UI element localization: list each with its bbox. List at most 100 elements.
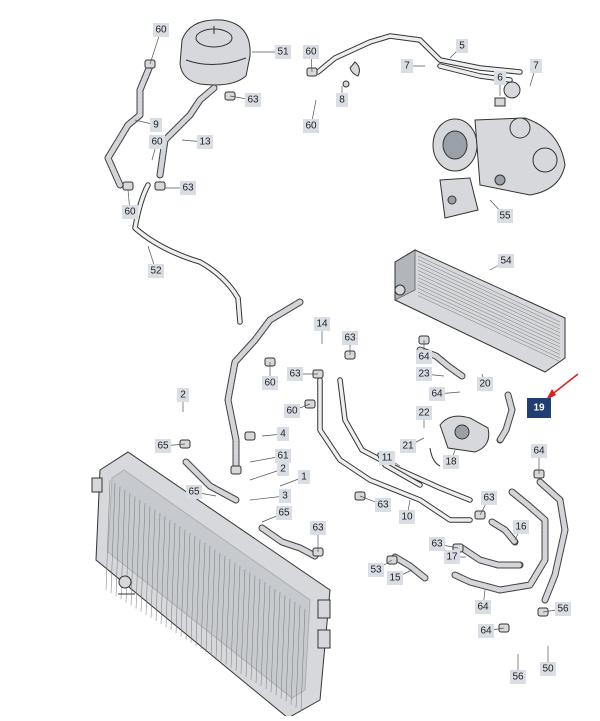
coolant-pump	[429, 415, 490, 467]
radiator-fin	[155, 512, 161, 622]
radiator-fin	[245, 572, 251, 677]
callout-56: 56	[510, 670, 526, 684]
cooler-fin	[417, 284, 561, 352]
callout-60: 60	[303, 119, 319, 133]
callout-number: 2	[180, 390, 186, 401]
callout-box	[148, 264, 164, 278]
callout-box	[429, 387, 445, 401]
callout-22: 22	[416, 406, 432, 420]
callout-box	[287, 367, 303, 381]
turbocharger	[432, 117, 566, 219]
callout-box	[303, 45, 319, 59]
radiator-fin	[165, 519, 171, 628]
callout-box	[416, 406, 432, 420]
callout-box	[153, 23, 169, 37]
callout-8: 8	[336, 93, 348, 107]
callout-box	[277, 427, 289, 441]
callout-10: 10	[399, 510, 415, 524]
callout-number: 61	[277, 451, 289, 462]
radiator-fin	[195, 539, 201, 646]
callout-63: 63	[375, 498, 391, 512]
radiator-fin	[115, 486, 121, 597]
callout-box	[400, 439, 416, 453]
callout-17: 17	[444, 550, 460, 564]
callout-number: 23	[418, 369, 430, 380]
radiator-fin	[275, 592, 281, 696]
callout-box	[279, 489, 291, 503]
callout-number: 64	[533, 446, 545, 457]
highlight-callout-19: 19	[527, 373, 579, 418]
charge-air-cooler	[394, 249, 566, 373]
radiator-fin	[110, 483, 116, 594]
callout-box	[531, 444, 547, 458]
callout-box	[155, 439, 171, 453]
callout-box	[197, 135, 213, 149]
callout-51: 51	[275, 45, 291, 59]
hose-clamp	[144, 59, 156, 69]
callout-box	[245, 93, 261, 107]
callout-box	[387, 571, 403, 585]
radiator-fin	[255, 578, 261, 684]
callout-11: 11	[379, 451, 395, 465]
callout-box	[314, 317, 330, 331]
callout-number: 4	[280, 429, 286, 440]
callout-63: 63	[342, 331, 358, 345]
callout-box	[150, 118, 162, 132]
coolant-pipe-52	[132, 182, 243, 325]
callout-20: 20	[477, 377, 493, 391]
callout-number: 64	[431, 389, 443, 400]
callout-box	[275, 45, 291, 59]
callout-number: 63	[344, 333, 356, 344]
radiator-fin	[210, 549, 216, 656]
callout-number: 16	[515, 522, 527, 533]
callout-60: 60	[149, 135, 165, 149]
callout-number: 53	[370, 565, 382, 576]
callout-65: 65	[186, 485, 202, 499]
callout-number: 2	[280, 464, 286, 475]
callout-box	[475, 600, 491, 614]
callout-box	[498, 254, 514, 268]
highlight-callout-text: 19	[533, 403, 545, 414]
callout-9: 9	[150, 118, 162, 132]
callout-2: 2	[277, 462, 289, 476]
radiator	[91, 451, 331, 719]
radiator-fin	[295, 605, 301, 708]
callout-64: 64	[478, 624, 494, 638]
callout-63: 63	[310, 521, 326, 535]
callout-number: 55	[499, 211, 511, 222]
callout-number: 64	[477, 602, 489, 613]
radiator-fin	[130, 496, 136, 606]
radiator-fin	[250, 575, 256, 680]
cooler-fin	[417, 273, 561, 341]
radiator-fin	[270, 588, 276, 693]
callout-3: 3	[279, 489, 291, 503]
callout-number: 54	[500, 256, 512, 267]
radiator-fin	[280, 595, 286, 699]
callout-2: 2	[177, 388, 189, 402]
callout-box	[478, 624, 494, 638]
cooler-fin	[417, 295, 561, 362]
callout-box	[416, 350, 432, 364]
callout-number: 60	[155, 25, 167, 36]
callout-number: 21	[402, 441, 414, 452]
callout-60: 60	[303, 45, 319, 59]
callout-number: 11	[382, 453, 393, 464]
callout-number: 63	[289, 369, 301, 380]
callout-number: 60	[264, 378, 276, 389]
callout-number: 20	[479, 379, 491, 390]
radiator-fin	[140, 503, 146, 612]
callout-7: 7	[401, 59, 413, 73]
callout-14: 14	[314, 317, 330, 331]
callout-number: 22	[418, 408, 430, 419]
callout-63: 63	[287, 367, 303, 381]
callout-18: 18	[443, 455, 459, 469]
callout-15: 15	[387, 571, 403, 585]
callout-number: 1	[301, 472, 307, 483]
cooler-fin	[417, 266, 561, 334]
callout-63: 63	[481, 491, 497, 505]
callout-1: 1	[298, 470, 310, 484]
radiator-fin	[190, 536, 196, 643]
callout-63: 63	[245, 93, 261, 107]
callout-65: 65	[276, 506, 292, 520]
callout-box	[298, 470, 310, 484]
